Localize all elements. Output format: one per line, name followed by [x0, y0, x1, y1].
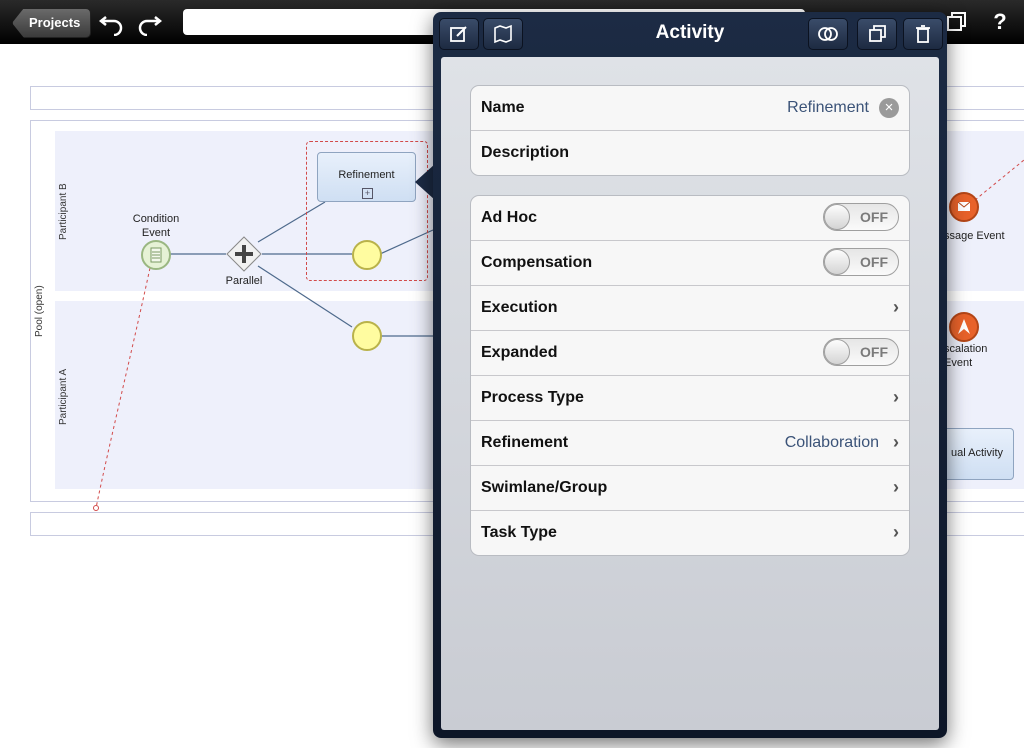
projects-back-button[interactable]: Projects	[12, 8, 92, 38]
map-icon	[494, 24, 512, 44]
name-row[interactable]: Name Refinement ×	[471, 86, 909, 131]
trash-icon	[916, 25, 930, 43]
toggle-state: OFF	[860, 344, 888, 360]
trash-button[interactable]	[903, 18, 943, 50]
edit-icon	[450, 26, 467, 42]
message-event-icon[interactable]	[949, 192, 979, 222]
compensation-label: Compensation	[481, 254, 593, 271]
chevron-right-icon: ›	[893, 432, 899, 452]
description-row[interactable]: Description	[471, 131, 909, 175]
refinement-row[interactable]: Refinement Collaboration ›	[471, 421, 909, 466]
ad-hoc-label: Ad Hoc	[481, 209, 537, 226]
task-type-row[interactable]: Task Type ›	[471, 511, 909, 555]
execution-label: Execution	[481, 299, 558, 316]
copy-icon	[869, 25, 886, 42]
gateway-label: Parallel	[225, 275, 263, 287]
process-type-row[interactable]: Process Type ›	[471, 376, 909, 421]
overlap-button[interactable]	[808, 18, 848, 50]
ad-hoc-row[interactable]: Ad Hoc OFF	[471, 196, 909, 241]
undo-icon[interactable]	[98, 8, 126, 37]
expanded-row[interactable]: Expanded OFF	[471, 331, 909, 376]
name-label: Name	[481, 99, 525, 116]
clear-icon[interactable]: ×	[879, 98, 899, 118]
chevron-right-icon: ›	[893, 387, 899, 407]
escalation-event-label: scalation Event	[944, 343, 988, 369]
refinement-label: Refinement	[481, 434, 569, 451]
chevron-right-icon: ›	[893, 522, 899, 542]
condition-event[interactable]	[141, 240, 171, 270]
execution-row[interactable]: Execution ›	[471, 286, 909, 331]
condition-event-label: Condition Event	[132, 213, 180, 239]
escalation-event-icon[interactable]	[949, 312, 979, 342]
intermediate-event-a[interactable]	[352, 321, 382, 351]
toggle-state: OFF	[860, 209, 888, 225]
swimlane-group-label: Swimlane/Group	[481, 479, 608, 496]
edit-button[interactable]	[439, 18, 479, 50]
duplicate-icon[interactable]	[943, 8, 971, 36]
description-label: Description	[481, 144, 570, 161]
toggle-knob	[824, 204, 850, 230]
map-button[interactable]	[483, 18, 523, 50]
selection-outline	[306, 141, 428, 281]
toggle-knob	[824, 339, 850, 365]
parallel-gateway[interactable]	[226, 236, 262, 272]
manual-activity-label: ual Activity	[951, 447, 1003, 459]
toggle-knob	[824, 249, 850, 275]
process-type-label: Process Type	[481, 389, 584, 406]
popover-title: Activity	[655, 22, 725, 43]
compensation-toggle[interactable]: OFF	[823, 248, 899, 276]
ad-hoc-toggle[interactable]: OFF	[823, 203, 899, 231]
help-button[interactable]: ?	[993, 9, 1007, 34]
task-type-label: Task Type	[481, 524, 557, 541]
popover-arrow	[415, 164, 435, 200]
refinement-value: Collaboration	[784, 434, 879, 451]
name-value[interactable]: Refinement	[787, 99, 869, 116]
properties-group: Ad Hoc OFF Compensation OFF Execution › …	[470, 195, 910, 556]
swimlane-group-row[interactable]: Swimlane/Group ›	[471, 466, 909, 511]
intermediate-event-b[interactable]	[352, 240, 382, 270]
copy-button[interactable]	[857, 18, 897, 50]
refinement-task[interactable]: Refinement +	[317, 152, 416, 202]
task-label: Refinement	[338, 169, 395, 181]
fields-group: Name Refinement × Description	[470, 85, 910, 176]
toggle-state: OFF	[860, 254, 888, 270]
redo-icon[interactable]	[135, 8, 163, 37]
chevron-right-icon: ›	[893, 477, 899, 497]
overlap-icon	[818, 27, 838, 41]
activity-popover: Activity Name Refinement × Description A…	[433, 12, 947, 738]
collapsed-subprocess-icon: +	[362, 188, 373, 199]
message-event-label: ssage Event	[944, 230, 1005, 242]
compensation-row[interactable]: Compensation OFF	[471, 241, 909, 286]
chevron-right-icon: ›	[893, 297, 899, 317]
popover-content: Name Refinement × Description Ad Hoc OFF…	[441, 57, 939, 730]
expanded-toggle[interactable]: OFF	[823, 338, 899, 366]
expanded-label: Expanded	[481, 344, 558, 361]
